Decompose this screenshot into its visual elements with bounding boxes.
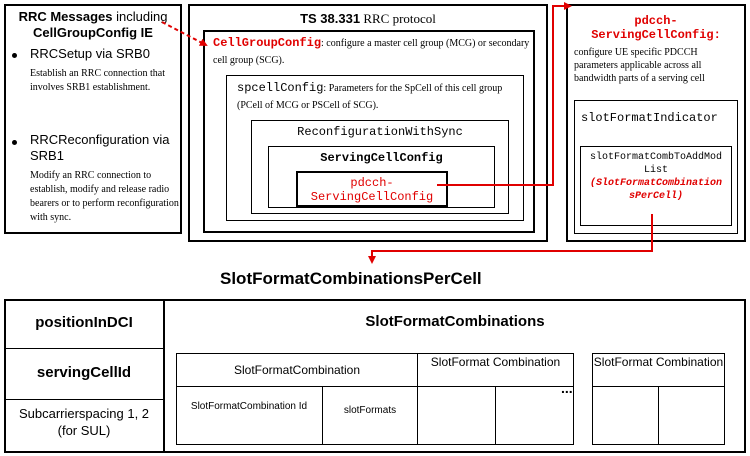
slotformatcombtoaddmodlist-box: slotFormatCombToAddMod List (SlotFormatC… — [580, 146, 732, 226]
slotformatcombination-title: SlotFormatCombination — [233, 363, 361, 377]
servingcellid-cell: servingCellId — [36, 364, 132, 381]
rrcsetup-desc: Establish an RRC connection that involve… — [30, 68, 165, 93]
rrc-messages-panel: RRC Messages including CellGroupConfig I… — [4, 4, 182, 234]
slotformatcombination-box — [176, 353, 418, 445]
positionindci-cell: positionInDCI — [35, 314, 133, 331]
rrcreconfiguration-desc: Modify an RRC connection to establish, m… — [30, 170, 179, 223]
spcellconfig-text: spcellConfig: Parameters for the SpCell … — [237, 81, 503, 111]
slotformats-cell: slotFormats — [343, 405, 397, 416]
servingcellconfig-label: ServingCellConfig — [320, 151, 443, 165]
bullet-icon — [12, 140, 17, 145]
row-divider — [5, 348, 164, 349]
combo-divider — [322, 387, 323, 444]
rrc-protocol-title: TS 38.331 RRC protocol — [300, 11, 436, 26]
slotformatcombinationspercell-title: SlotFormatCombinationsPerCell — [220, 269, 482, 288]
slotformatindicator-label: slotFormatIndicator — [581, 111, 718, 125]
more-combinations-ellipsis: ... — [561, 380, 573, 396]
combo-divider — [495, 387, 496, 444]
pdcch-config-desc: configure UE specific PDCCH parameters a… — [574, 47, 705, 84]
subcarrierspacing-cell: Subcarrierspacing 1, 2 (for SUL) — [18, 406, 150, 438]
row-divider — [5, 399, 164, 400]
combo-divider — [658, 387, 659, 444]
combo-divider — [418, 386, 573, 387]
slotformatcombinations-title: SlotFormatCombinations — [365, 313, 545, 330]
slotformatcombtoaddmodlist-label: slotFormatCombToAddMod List (SlotFormatC… — [589, 152, 723, 202]
cellgroupconfig-text: CellGroupConfig: configure a master cell… — [213, 36, 530, 66]
rrcreconfiguration-title: RRCReconfiguration via SRB1 — [30, 132, 170, 163]
bullet-icon — [12, 53, 17, 58]
reconfigurationwithsync-label: ReconfigurationWithSync — [297, 125, 463, 139]
pdcch-servingcellconfig-box: pdcch-ServingCellConfig — [296, 171, 448, 207]
pdcch-servingcellconfig-label: pdcch-ServingCellConfig — [310, 176, 434, 204]
combo-divider — [177, 386, 417, 387]
slotformatcombination-title: SlotFormat Combination — [593, 355, 724, 369]
slotformatcombinationid-cell: SlotFormatCombination Id — [190, 401, 308, 412]
rrc-messages-title: RRC Messages including CellGroupConfig I… — [18, 9, 168, 40]
rrcsetup-title: RRCSetup via SRB0 — [30, 46, 150, 61]
left-column-divider — [163, 300, 165, 452]
combo-divider — [593, 386, 724, 387]
slotformatcombination-title: SlotFormat Combination — [430, 355, 561, 369]
pdcch-config-title: pdcch-ServingCellConfig: — [591, 14, 721, 42]
